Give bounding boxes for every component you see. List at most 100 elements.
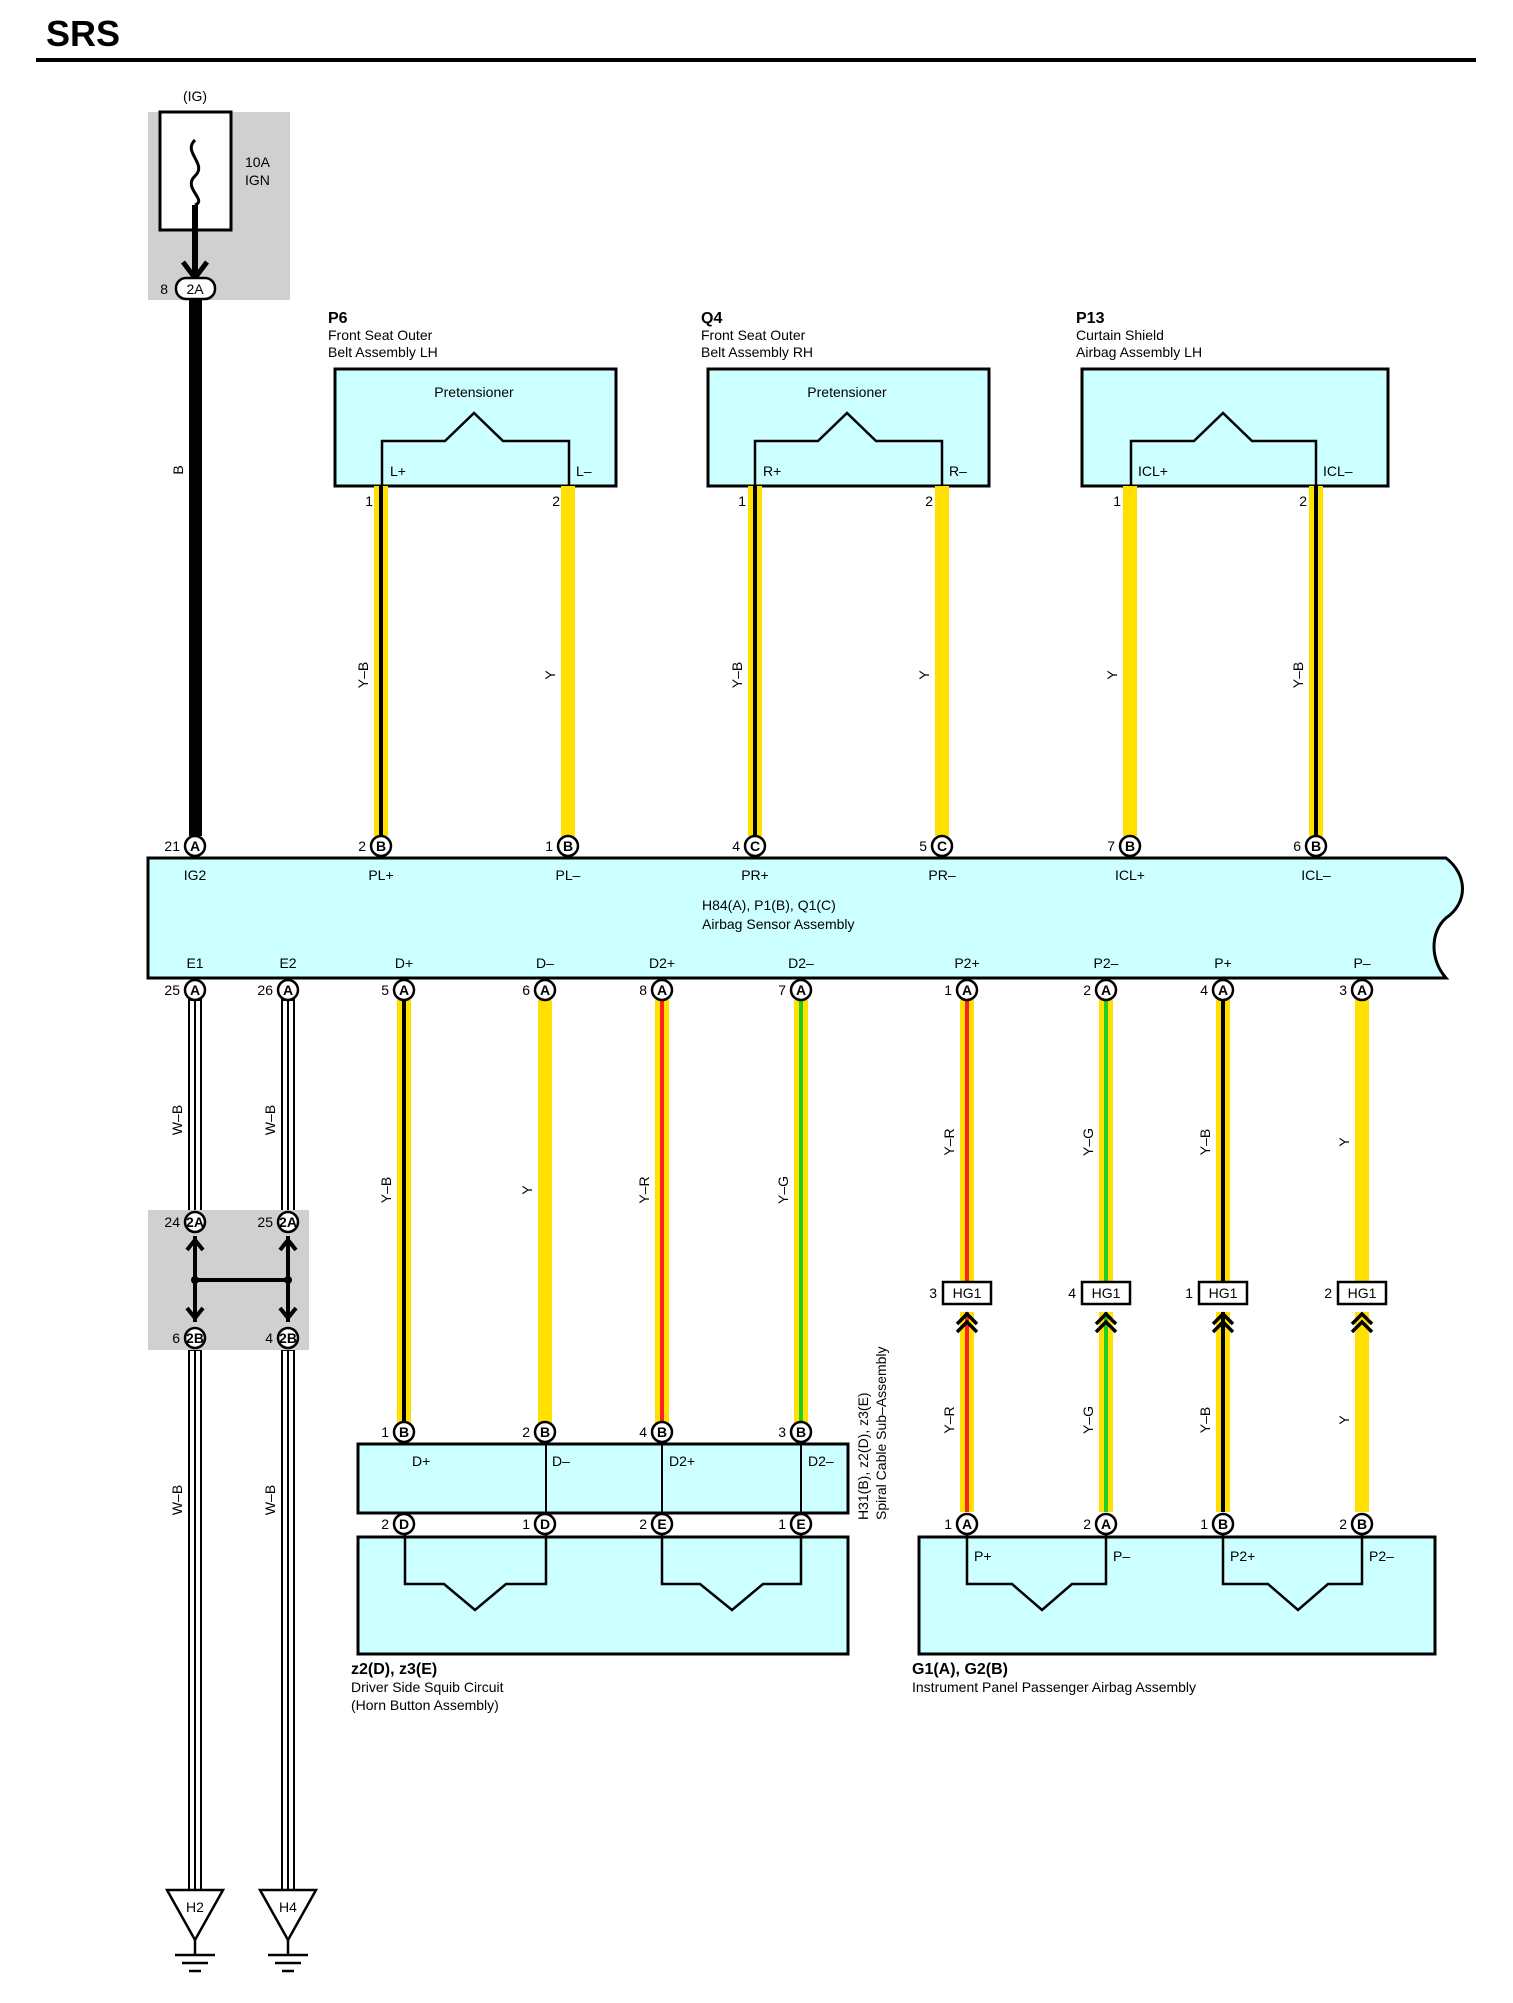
sensor-bottom-pin-0-number: 25 (164, 982, 180, 998)
wire-e2-color-lower: W–B (262, 1485, 278, 1515)
wire-p-plus-color-upper: Y–B (1197, 1129, 1213, 1155)
wire-p-minus-lower (1355, 1312, 1369, 1512)
p13-squib-icon (1129, 411, 1318, 486)
wire-pr-minus-color: Y (916, 670, 932, 680)
spiral-top-pin-2: B4 (639, 1420, 674, 1444)
passenger-pin-0: A1 (944, 1512, 979, 1536)
junction-bottom-left-letter: 2B (186, 1330, 204, 1346)
wire-e1-color-lower: W–B (169, 1485, 185, 1515)
junction-top-left-letter: 2A (186, 1214, 204, 1230)
driver-line2: (Horn Button Assembly) (351, 1697, 499, 1713)
sensor-top-terminal-0: IG2 (184, 867, 207, 883)
sensor-top-terminal-3: PR+ (741, 867, 769, 883)
spiral-terminal-3: D2+ (669, 1453, 695, 1469)
spiral-top-pin-3-letter: B (796, 1424, 806, 1440)
wire-icl-minus (1309, 486, 1323, 836)
wire-pr-plus (748, 486, 762, 836)
wire-p2-minus-color-upper: Y–G (1080, 1128, 1096, 1156)
hg1-label: HG1 (1348, 1285, 1377, 1301)
fuse-icon (189, 138, 201, 207)
q4-squib-icon (753, 411, 944, 486)
wire-pr-minus (935, 486, 949, 836)
spiral-bottom-pin-2-number: 2 (639, 1516, 647, 1532)
sensor-top-pin-0-letter: A (190, 838, 200, 854)
wire-d-minus (538, 1000, 552, 1432)
q4-terminal-2: R– (949, 463, 967, 479)
wire-pl-minus (561, 486, 575, 836)
sensor-top-pin-2: B1 (545, 834, 580, 858)
spiral-top-pin-0: B1 (381, 1420, 416, 1444)
sensor-top-terminal-6: ICL– (1301, 867, 1331, 883)
passenger-pin-1: A2 (1083, 1512, 1118, 1536)
p13-terminal-2: ICL– (1323, 463, 1353, 479)
spiral-top-pin-1-number: 2 (522, 1424, 530, 1440)
hg1-label: HG1 (953, 1285, 982, 1301)
wire-p2-plus-color-upper: Y–R (941, 1128, 957, 1155)
sensor-top-pin-1-letter: B (376, 838, 386, 854)
sensor-bottom-pin-2-letter: A (399, 982, 409, 998)
sensor-code: H84(A), P1(B), Q1(C) (702, 897, 836, 913)
junction-arrow-down-icon (185, 1306, 205, 1322)
driver-line1: Driver Side Squib Circuit (351, 1679, 504, 1695)
sensor-top-pin-0-number: 21 (164, 838, 180, 854)
fuse-source-label: (IG) (183, 88, 207, 104)
q4-pin2: 2 (925, 493, 933, 509)
junction-bottom-right-letter: 2B (279, 1330, 297, 1346)
junction-top-right: 2A 25 (257, 1210, 300, 1234)
sensor-top-pin-5-number: 7 (1107, 838, 1115, 854)
sensor-top-terminal-2: PL– (556, 867, 581, 883)
spiral-top-pin-2-number: 4 (639, 1424, 647, 1440)
sensor-top-pin-6-letter: B (1311, 838, 1321, 854)
driver-box (356, 1535, 850, 1656)
passenger-code: G1(A), G2(B) (912, 1661, 1008, 1678)
ground-icon (257, 1888, 319, 1943)
sensor-top-pin-6: B6 (1293, 834, 1328, 858)
wire-d2-plus (655, 1000, 669, 1432)
sensor-bottom-terminal-8: P+ (1214, 955, 1232, 971)
ground-icon (164, 1888, 226, 1943)
spiral-bottom-pin-3-letter: E (796, 1516, 805, 1532)
hg1-label: HG1 (1092, 1285, 1121, 1301)
sensor-bottom-pin-6-letter: A (962, 982, 972, 998)
spiral-top-pin-3: B3 (778, 1420, 813, 1444)
wire-p2-plus-upper (960, 1000, 974, 1282)
spiral-terminal-1: D+ (412, 1453, 430, 1469)
wire-p2-plus-color-lower: Y–R (941, 1406, 957, 1433)
sensor-name: Airbag Sensor Assembly (702, 916, 855, 932)
wire-color-ig: B (170, 465, 186, 474)
sensor-bottom-pin-9-letter: A (1357, 982, 1367, 998)
passenger-name: Instrument Panel Passenger Airbag Assemb… (912, 1679, 1196, 1695)
passenger-squib-1-icon (965, 1524, 1108, 1612)
fuse-pin-label: 8 (160, 281, 168, 297)
junction-top-right-letter: 2A (279, 1214, 297, 1230)
sensor-bottom-pin-2: A5 (381, 978, 416, 1002)
fuse-connector-label: 2A (186, 281, 204, 297)
wire-e1-upper (188, 999, 202, 1213)
passenger-pin-3: B2 (1339, 1512, 1374, 1536)
junction-top-right-number: 25 (257, 1214, 273, 1230)
wire-d-plus (397, 1000, 411, 1432)
spiral-name: Spiral Cable Sub–Assembly (873, 1346, 889, 1520)
wire-p2-plus-lower (960, 1312, 974, 1512)
wire-icl-plus (1123, 486, 1137, 836)
sensor-top-pin-4-number: 5 (919, 838, 927, 854)
p6-terminal-2: L– (576, 463, 592, 479)
sensor-bottom-pin-7: A2 (1083, 978, 1118, 1002)
wire-e2-upper (281, 999, 295, 1213)
sensor-bottom-pin-3: A6 (522, 978, 557, 1002)
sensor-bottom-terminal-2: D+ (395, 955, 413, 971)
wire-e2-color-upper: W–B (262, 1105, 278, 1135)
sensor-bottom-terminal-3: D– (536, 955, 554, 971)
fuse-rating: 10A (245, 154, 271, 170)
wire-d2-plus-color: Y–R (636, 1176, 652, 1203)
sensor-bottom-pin-3-number: 6 (522, 982, 530, 998)
q4-inner: Pretensioner (807, 384, 887, 400)
hg1-chevron-icon (1350, 1311, 1374, 1334)
driver-squib-2-icon (660, 1524, 803, 1612)
sensor-bottom-pin-1-number: 26 (257, 982, 273, 998)
